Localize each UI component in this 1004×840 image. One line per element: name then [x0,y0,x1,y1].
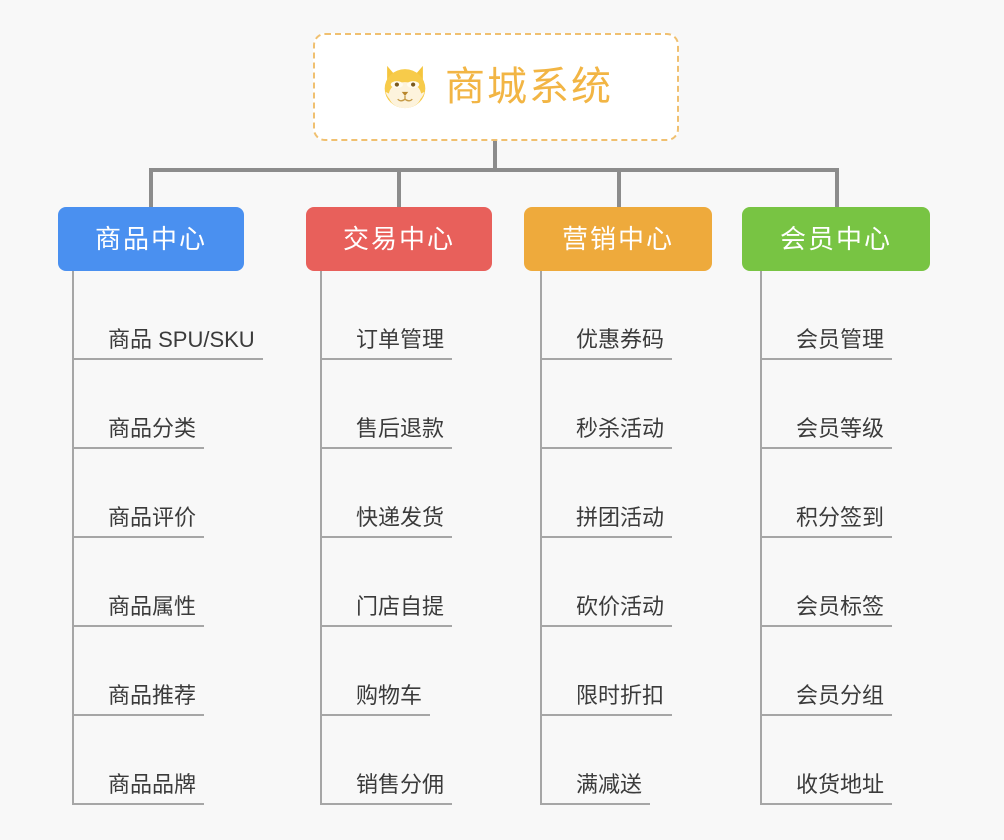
leaf-underline: 优惠券码 [540,326,673,360]
leaf-item[interactable]: 商品属性 [72,538,205,627]
dog-face-icon [384,65,426,109]
branch-drop-line-4 [835,168,839,210]
leaf-spine-1 [72,271,74,805]
leaf-label: 限时折扣 [576,682,665,708]
leaf-underline: 销售分佣 [320,771,453,805]
leaf-underline: 门店自提 [320,593,453,627]
leaf-item[interactable]: 快递发货 [320,449,453,538]
branch-label-3: 营销中心 [561,224,674,254]
leaf-item[interactable]: 限时折扣 [540,627,673,716]
leaf-label: 销售分佣 [356,771,445,797]
leaf-underline: 会员管理 [760,326,893,360]
leaf-underline: 订单管理 [320,326,453,360]
branch-drop-line-3 [617,168,621,210]
branch-label-2: 交易中心 [342,224,455,254]
leaf-label: 商品属性 [108,593,197,619]
leaf-item[interactable]: 商品分类 [72,360,205,449]
leaf-underline: 会员分组 [760,682,893,716]
leaf-item[interactable]: 积分签到 [760,449,893,538]
leaf-label: 订单管理 [356,326,445,352]
leaf-item[interactable]: 砍价活动 [540,538,673,627]
branch-bus-line [149,168,839,172]
leaf-item[interactable]: 商品 SPU/SKU [72,271,263,360]
leaf-item[interactable]: 会员分组 [760,627,893,716]
leaf-item[interactable]: 优惠券码 [540,271,673,360]
leaf-underline: 快递发货 [320,504,453,538]
leaf-underline: 积分签到 [760,504,893,538]
leaf-label: 收货地址 [796,771,885,797]
leaf-item[interactable]: 订单管理 [320,271,453,360]
leaf-item[interactable]: 会员管理 [760,271,893,360]
leaf-label: 商品推荐 [108,682,197,708]
leaf-underline: 会员标签 [760,593,893,627]
leaf-underline: 拼团活动 [540,504,673,538]
leaf-underline: 会员等级 [760,415,893,449]
leaf-spine-4 [760,271,762,805]
leaf-label: 拼团活动 [576,504,665,530]
root-stem-line [493,141,497,172]
leaf-underline: 满减送 [540,771,651,805]
root-node[interactable]: 商城系统 [313,33,679,141]
branch-header-4[interactable]: 会员中心 [742,207,930,271]
leaf-label: 优惠券码 [576,326,665,352]
leaf-label: 商品分类 [108,415,197,441]
branch-drop-line-2 [397,168,401,210]
leaf-label: 会员分组 [796,682,885,708]
leaf-label: 会员等级 [796,415,885,441]
root-title: 商城系统 [445,65,613,109]
leaf-underline: 商品属性 [72,593,205,627]
leaf-item[interactable]: 商品评价 [72,449,205,538]
leaf-item[interactable]: 购物车 [320,627,431,716]
leaf-underline: 秒杀活动 [540,415,673,449]
leaf-underline: 商品 SPU/SKU [72,326,263,360]
leaf-item[interactable]: 收货地址 [760,716,893,805]
leaf-label: 秒杀活动 [576,415,665,441]
leaf-item[interactable]: 满减送 [540,716,651,805]
leaf-spine-2 [320,271,322,805]
leaf-label: 商品品牌 [108,771,197,797]
leaf-spine-3 [540,271,542,805]
branch-header-3[interactable]: 营销中心 [524,207,712,271]
leaf-label: 商品评价 [108,504,197,530]
leaf-underline: 商品推荐 [72,682,205,716]
leaf-underline: 购物车 [320,682,431,716]
leaf-underline: 商品分类 [72,415,205,449]
leaf-item[interactable]: 会员等级 [760,360,893,449]
leaf-underline: 商品评价 [72,504,205,538]
leaf-label: 会员管理 [796,326,885,352]
leaf-label: 满减送 [576,771,643,797]
leaf-label: 会员标签 [796,593,885,619]
leaf-item[interactable]: 会员标签 [760,538,893,627]
leaf-label: 快递发货 [356,504,445,530]
leaf-underline: 商品品牌 [72,771,205,805]
leaf-item[interactable]: 销售分佣 [320,716,453,805]
leaf-item[interactable]: 秒杀活动 [540,360,673,449]
branch-header-1[interactable]: 商品中心 [58,207,244,271]
leaf-item[interactable]: 商品品牌 [72,716,205,805]
leaf-item[interactable]: 商品推荐 [72,627,205,716]
leaf-underline: 砍价活动 [540,593,673,627]
leaf-item[interactable]: 售后退款 [320,360,453,449]
leaf-underline: 售后退款 [320,415,453,449]
leaf-label: 门店自提 [356,593,445,619]
leaf-label: 积分签到 [796,504,885,530]
leaf-label: 购物车 [356,682,423,708]
branch-drop-line-1 [149,168,153,210]
leaf-item[interactable]: 拼团活动 [540,449,673,538]
branch-label-4: 会员中心 [779,224,892,254]
leaf-label: 售后退款 [356,415,445,441]
leaf-item[interactable]: 门店自提 [320,538,453,627]
leaf-underline: 限时折扣 [540,682,673,716]
leaf-label: 商品 SPU/SKU [108,326,255,352]
branch-label-1: 商品中心 [94,224,207,254]
leaf-underline: 收货地址 [760,771,893,805]
branch-header-2[interactable]: 交易中心 [306,207,492,271]
leaf-label: 砍价活动 [576,593,665,619]
